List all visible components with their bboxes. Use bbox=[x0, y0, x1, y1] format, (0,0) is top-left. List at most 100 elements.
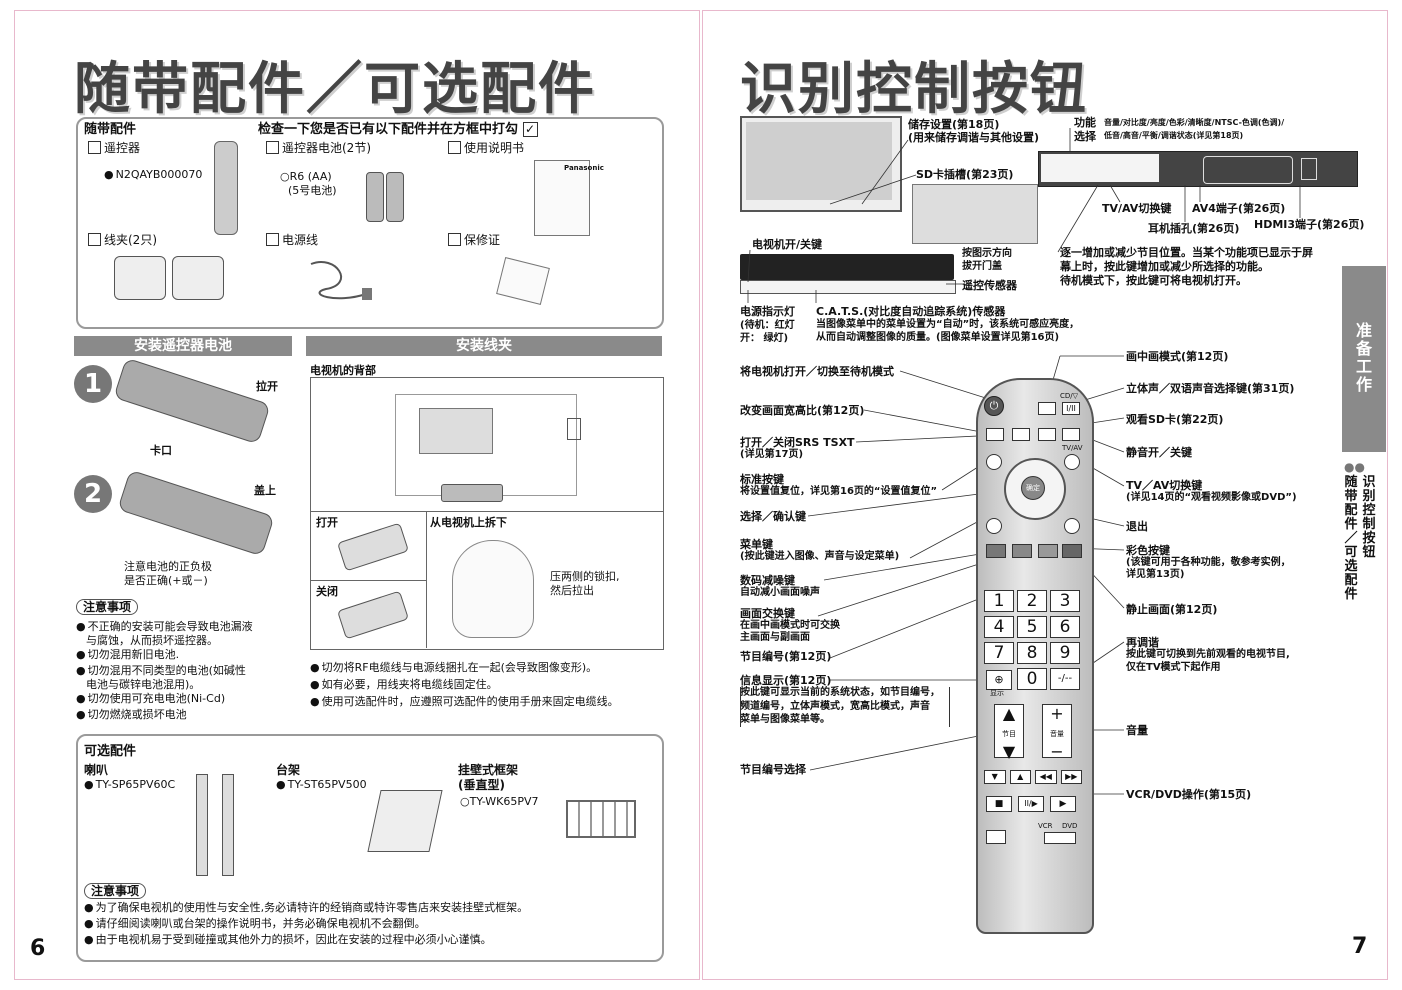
remote-program-rocker[interactable]: ▲节目▼ bbox=[994, 704, 1024, 760]
speaker-model: TY-SP65PV60C bbox=[84, 778, 175, 791]
up-button[interactable]: ▲ bbox=[1009, 770, 1031, 784]
batteries-checkbox-item[interactable]: 遥控器电池(2节) bbox=[266, 141, 371, 155]
remote-callout-sublabel: 主画面与副画面 bbox=[740, 632, 810, 643]
side-tab-prepare: 准备工作 bbox=[1342, 266, 1386, 452]
rewind-button[interactable]: ▼ bbox=[984, 770, 1006, 784]
warranty-checkbox-item[interactable]: 保修证 bbox=[448, 233, 500, 247]
remote-digit-button[interactable]: 9 bbox=[1050, 642, 1080, 664]
stop-icon[interactable]: ■ bbox=[986, 796, 1012, 812]
remote-dash-button[interactable]: -/-- bbox=[1050, 668, 1080, 690]
remote-tvav-button[interactable] bbox=[1064, 454, 1080, 470]
polarity-note: 是否正确(+或－) bbox=[124, 574, 208, 587]
checkbox[interactable] bbox=[266, 141, 279, 154]
checkbox[interactable] bbox=[88, 141, 101, 154]
clamp-illustration bbox=[114, 256, 166, 300]
grid-divider bbox=[426, 511, 427, 648]
checkbox[interactable] bbox=[88, 233, 101, 246]
remote-digit-button[interactable]: 7 bbox=[984, 642, 1014, 664]
remote-callout-label: 将电视机打开／切换至待机模式 bbox=[740, 365, 894, 378]
cats-label: C.A.T.S.(对比度自动追踪系统)传感器 bbox=[816, 305, 1006, 318]
remote-srs-button[interactable] bbox=[1012, 428, 1030, 441]
cats-desc: 当图像菜单中的菜单设置为“自动”时，该系统可感应亮度， bbox=[816, 319, 1080, 330]
checkbox[interactable] bbox=[448, 141, 461, 154]
clamp-illustration bbox=[172, 256, 224, 300]
checkbox[interactable] bbox=[266, 233, 279, 246]
clamp-checkbox-item[interactable]: 线夹(2只) bbox=[88, 233, 157, 247]
remote-pip-button[interactable] bbox=[1038, 402, 1056, 415]
remote-callout-label: 信息显示(第12页) bbox=[740, 674, 832, 687]
remote-callout-label: TV／AV切换键 bbox=[1126, 479, 1203, 492]
remote-callout-sublabel: (详见14页的“观看视频影像或DVD”) bbox=[1126, 492, 1297, 503]
remote-volume-rocker[interactable]: +音量− bbox=[1042, 704, 1072, 760]
remote-callout-label: 节目编号(第12页) bbox=[740, 650, 832, 663]
play-icon[interactable]: ▶ bbox=[1050, 796, 1076, 812]
remote-model: N2QAYB000070 bbox=[104, 168, 202, 181]
remote-digit-button[interactable]: 1 bbox=[984, 590, 1014, 612]
step-1-badge: 1 bbox=[74, 365, 112, 403]
bottom-caution-item: 请仔细阅读喇叭或台架的操作说明书，并务必确保电视机不会翻倒。 bbox=[84, 917, 426, 930]
remote-sd-button[interactable] bbox=[1038, 428, 1056, 441]
caution-item: 不正确的安装可能会导致电池漏液 bbox=[76, 620, 253, 633]
manual-illustration bbox=[534, 160, 590, 236]
remote-normal-button[interactable] bbox=[986, 454, 1002, 470]
channel-desc: 幕上时，按此键增加或减少所选择的功能。 bbox=[1060, 260, 1269, 273]
remote-ok-button[interactable]: 确定 bbox=[1021, 476, 1045, 500]
remote-digit-button[interactable]: 4 bbox=[984, 616, 1014, 638]
checkbox[interactable] bbox=[448, 233, 461, 246]
remote-stereo-button[interactable]: I/II bbox=[1062, 402, 1080, 415]
info-bracket bbox=[740, 687, 950, 727]
caution-item: 与腐蚀，从而损坏遥控器。 bbox=[86, 634, 218, 647]
remote-exit-button[interactable] bbox=[1064, 518, 1080, 534]
store-sub-label: (用来储存调谐与其他设置) bbox=[908, 131, 1040, 144]
checkmark-icon: ✓ bbox=[522, 122, 538, 137]
remote-illustration bbox=[214, 141, 238, 235]
remote-info-button[interactable]: ⊕ bbox=[986, 670, 1012, 690]
fast-forward-icon[interactable]: ▶▶ bbox=[1060, 770, 1082, 784]
close-label: 关闭 bbox=[316, 585, 338, 598]
optional-heading: 可选配件 bbox=[84, 744, 137, 759]
remote-power-button[interactable]: ⏻ bbox=[984, 396, 1004, 416]
remote-callout-label: VCR/DVD操作(第15页) bbox=[1126, 788, 1252, 801]
wall-mount-label: 挂壁式框架 bbox=[458, 763, 519, 777]
wall-mount-model: ○TY-WK65PV7 bbox=[460, 795, 539, 808]
tv-screen bbox=[746, 122, 892, 200]
remote-mute-button[interactable] bbox=[1062, 428, 1080, 441]
remote-vcr-dvd-switch[interactable] bbox=[1044, 832, 1076, 844]
remote-checkbox-item[interactable]: 遥控器 bbox=[88, 141, 140, 155]
power-icon: ⏻ bbox=[989, 399, 999, 412]
wall-mount-illustration bbox=[566, 800, 636, 838]
function-list: 音量/对比度/亮度/色彩/清晰度/NTSC-色调(色调)/ bbox=[1104, 118, 1285, 127]
remote-digit-button[interactable]: 3 bbox=[1050, 590, 1080, 612]
remote-digit-button[interactable]: 0 bbox=[1017, 668, 1047, 690]
power-cord-checkbox-item[interactable]: 电源线 bbox=[266, 233, 318, 247]
caution-item: 电池与碳锌电池混用)。 bbox=[86, 678, 201, 691]
remote-callout-label: 立体声／双语声音选择键(第31页) bbox=[1126, 382, 1295, 395]
close-cover-label: 盖上 bbox=[254, 484, 276, 497]
remote-callout-sublabel: 频道编号，立体声模式，宽高比模式，声音 bbox=[740, 701, 930, 712]
sd-slot-label: SD卡插槽(第23页) bbox=[916, 168, 1014, 181]
battery-type: ○R6 (AA) bbox=[280, 170, 332, 183]
pause-play-icon[interactable]: II/▶ bbox=[1018, 796, 1044, 812]
remote-record-button[interactable] bbox=[986, 830, 1006, 844]
remote-menu-button[interactable] bbox=[986, 518, 1002, 534]
remote-aspect-button[interactable] bbox=[986, 428, 1004, 441]
side-dots: ●● bbox=[1344, 460, 1365, 474]
remote-tvav-label: TV/AV bbox=[1062, 444, 1083, 452]
remote-callout-label: 静音开／关键 bbox=[1126, 446, 1192, 459]
right-page-title: 识别控制按钮 bbox=[740, 57, 1088, 122]
remote-color-button-blue[interactable] bbox=[1062, 544, 1082, 558]
manual-brand: Panasonic bbox=[564, 164, 604, 172]
speaker-label: 喇叭 bbox=[84, 763, 109, 777]
manual-checkbox-item[interactable]: 使用说明书 bbox=[448, 141, 524, 155]
remote-color-button-yellow[interactable] bbox=[1038, 544, 1058, 558]
remote-color-button-red[interactable] bbox=[986, 544, 1006, 558]
rewind-icon[interactable]: ◀◀ bbox=[1035, 770, 1057, 784]
remote-callout-label: 观看SD卡(第22页) bbox=[1126, 413, 1224, 426]
on-green-label: 开： 绿灯) bbox=[740, 333, 789, 344]
remote-digit-button[interactable]: 2 bbox=[1017, 590, 1047, 612]
remote-digit-button[interactable]: 6 bbox=[1050, 616, 1080, 638]
remote-digit-button[interactable]: 8 bbox=[1017, 642, 1047, 664]
remote-color-button-green[interactable] bbox=[1012, 544, 1032, 558]
remote-callout-label: 音量 bbox=[1126, 724, 1148, 737]
remote-digit-button[interactable]: 5 bbox=[1017, 616, 1047, 638]
